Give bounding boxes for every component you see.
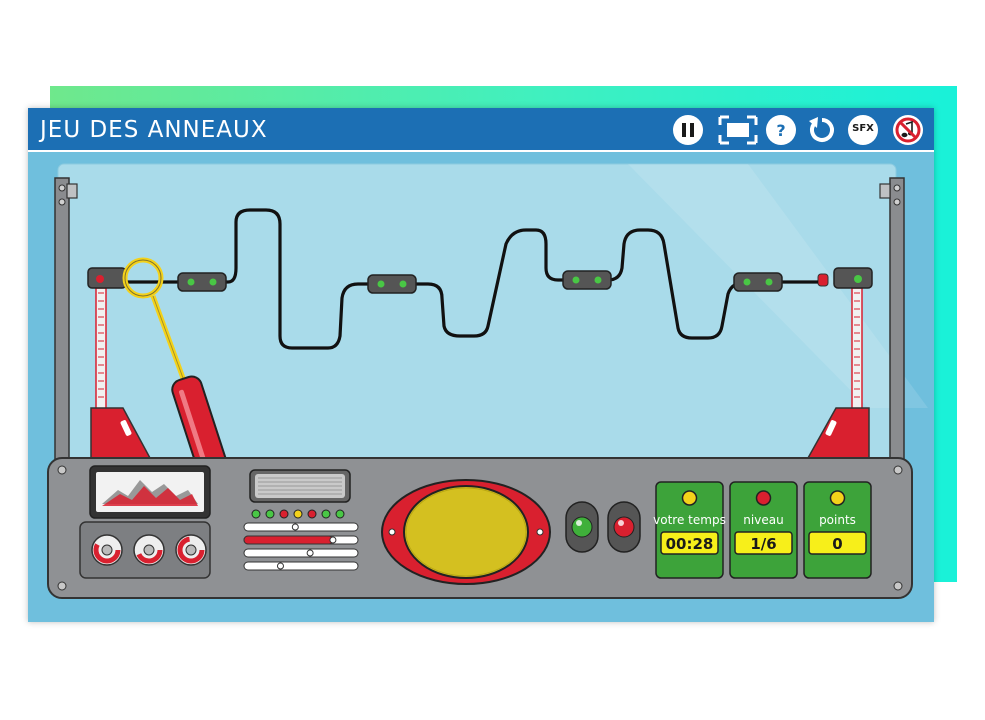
slider-handle[interactable]	[291, 523, 299, 531]
fullscreen-icon	[718, 115, 758, 145]
game-window: JEU DES ANNEAUX ? SFX	[28, 108, 934, 622]
slider-handle[interactable]	[306, 549, 314, 557]
slider[interactable]	[243, 535, 359, 545]
music-toggle-button[interactable]	[893, 115, 923, 145]
status-light	[829, 490, 846, 506]
restart-icon	[809, 117, 834, 142]
sfx-button[interactable]: SFX	[848, 115, 878, 145]
restart-button[interactable]	[806, 115, 836, 145]
wire-connector	[177, 272, 227, 292]
slider-handle[interactable]	[329, 536, 337, 544]
score-display: niveau 1/6	[729, 481, 798, 579]
score-display: votre temps 00:28	[653, 481, 726, 579]
ring-wand[interactable]	[122, 257, 232, 486]
music-muted-icon	[895, 117, 921, 143]
wire-connector	[562, 270, 612, 290]
help-icon: ?	[776, 121, 785, 140]
right-frame-post	[879, 177, 905, 469]
help-button[interactable]: ?	[766, 115, 796, 145]
wire-connector	[367, 274, 417, 294]
dial-knob-group	[79, 521, 211, 579]
header-bar: JEU DES ANNEAUX ? SFX	[28, 108, 934, 152]
pause-icon	[682, 123, 694, 137]
display-label: niveau	[743, 513, 783, 527]
slider[interactable]	[243, 561, 359, 571]
left-start-stand	[87, 267, 152, 459]
dial-knob[interactable]	[91, 534, 123, 566]
game-stage: votre temps 00:28 niveau 1/6 points 0	[47, 163, 928, 599]
right-finish-stand	[806, 267, 873, 459]
slider[interactable]	[243, 548, 359, 558]
wire-connector	[733, 272, 783, 292]
left-frame-post	[54, 177, 78, 469]
game-title: JEU DES ANNEAUX	[40, 117, 268, 143]
sfx-label: SFX	[852, 123, 874, 134]
slider[interactable]	[243, 522, 359, 532]
status-light	[681, 490, 698, 506]
indicator-leds	[251, 509, 345, 519]
radar-screen	[381, 479, 551, 585]
fullscreen-button[interactable]	[718, 115, 758, 145]
red-button[interactable]	[607, 501, 641, 553]
signal-monitor	[89, 465, 211, 519]
svg-text:?: ?	[776, 121, 785, 140]
slider-handle[interactable]	[276, 562, 284, 570]
pause-button[interactable]	[673, 115, 703, 145]
dial-knob[interactable]	[133, 534, 165, 566]
display-value: 0	[832, 535, 842, 553]
display-value: 00:28	[666, 535, 714, 553]
slider-group	[243, 522, 359, 571]
green-button[interactable]	[565, 501, 599, 553]
display-label: votre temps	[653, 513, 726, 527]
speaker-grill	[249, 469, 351, 503]
dial-knob[interactable]	[175, 534, 207, 566]
wire-path	[126, 208, 818, 350]
display-group: votre temps 00:28 niveau 1/6 points 0	[653, 481, 872, 579]
display-label: points	[819, 513, 856, 527]
display-value: 1/6	[750, 535, 776, 553]
status-light	[755, 490, 772, 506]
score-display: points 0	[803, 481, 872, 579]
